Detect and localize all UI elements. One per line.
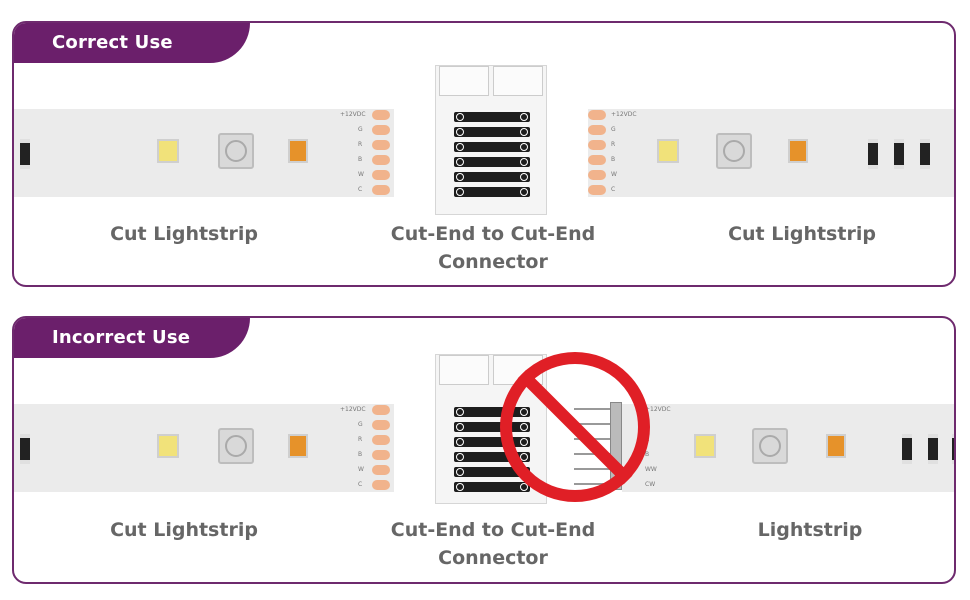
incorrect-use-tab: Incorrect Use [14, 318, 250, 358]
right-lightstrip [622, 404, 954, 492]
solder-pad [588, 185, 606, 195]
pad-label: C [358, 186, 363, 193]
solder-pad [372, 125, 390, 135]
resistor [868, 139, 878, 169]
pad-label: +12VDC [340, 406, 366, 413]
resistor [928, 434, 938, 464]
solder-pad [372, 480, 390, 490]
connector-clip [439, 66, 489, 96]
connector-rail [454, 172, 530, 182]
solder-pad [588, 155, 606, 165]
pad-label: R [611, 141, 616, 148]
resistor [902, 434, 912, 464]
amber-led [788, 139, 808, 163]
pad-label: R [358, 436, 363, 443]
prohibited-icon [500, 352, 650, 502]
solder-pad [588, 170, 606, 180]
pad-label: C [358, 481, 363, 488]
connector-rail [454, 127, 530, 137]
solder-pad [372, 185, 390, 195]
connector-rail [454, 187, 530, 197]
connector-rail [454, 142, 530, 152]
resistor [920, 139, 930, 169]
connector-rail [454, 112, 530, 122]
pad-label: B [645, 451, 650, 458]
rgb-led [218, 428, 254, 464]
pad-label: B [358, 156, 363, 163]
white-led [157, 139, 179, 163]
white-led [157, 434, 179, 458]
incorrect-use-panel: Incorrect Use +12VDC G R B W C +12VDC G … [12, 316, 956, 584]
solder-pad [372, 155, 390, 165]
pad-label: W [611, 171, 617, 178]
solder-pad [372, 170, 390, 180]
center-caption: Cut-End to Cut-End Connector [390, 519, 596, 569]
left-lightstrip [14, 109, 394, 197]
solder-pad [372, 140, 390, 150]
pad-label: CW [645, 481, 656, 488]
correct-use-panel: Correct Use +12VDC G R B W C +12VDC G R … [12, 21, 956, 287]
pad-label: G [358, 126, 363, 133]
amber-led [288, 139, 308, 163]
resistor [952, 434, 954, 464]
solder-pad [588, 140, 606, 150]
amber-led [826, 434, 846, 458]
amber-led [288, 434, 308, 458]
connector-rail [454, 157, 530, 167]
connector-clip [439, 355, 489, 385]
right-lightstrip [588, 109, 954, 197]
pad-label: R [358, 141, 363, 148]
solder-pad [588, 125, 606, 135]
right-caption: Lightstrip [757, 519, 863, 541]
cut-end-connector [435, 65, 547, 215]
connector-clip [493, 66, 543, 96]
pad-label: G [611, 126, 616, 133]
solder-pad [372, 405, 390, 415]
pad-label: B [358, 451, 363, 458]
left-lightstrip [14, 404, 394, 492]
pad-label: +12VDC [645, 406, 671, 413]
white-led [657, 139, 679, 163]
pad-label: +12VDC [340, 111, 366, 118]
pad-label: W [358, 171, 364, 178]
pad-label: WW [645, 466, 657, 473]
solder-pad [372, 465, 390, 475]
rgb-led [752, 428, 788, 464]
center-caption: Cut-End to Cut-End Connector [390, 223, 596, 273]
connector-rail [454, 482, 530, 492]
pad-label: B [611, 156, 616, 163]
solder-pad [372, 110, 390, 120]
pad-label: +12VDC [611, 111, 637, 118]
solder-pad [372, 420, 390, 430]
resistor [894, 139, 904, 169]
left-caption: Cut Lightstrip [110, 519, 258, 541]
rgb-led [716, 133, 752, 169]
solder-pad [372, 435, 390, 445]
left-caption: Cut Lightstrip [110, 223, 258, 245]
rgb-led [218, 133, 254, 169]
correct-use-tab: Correct Use [14, 23, 250, 63]
right-caption: Cut Lightstrip [728, 223, 876, 245]
resistor [20, 434, 30, 464]
white-led [694, 434, 716, 458]
solder-pad [588, 110, 606, 120]
pad-label: W [358, 466, 364, 473]
pad-label: G [358, 421, 363, 428]
solder-pad [372, 450, 390, 460]
pad-label: C [611, 186, 616, 193]
resistor [20, 139, 30, 169]
